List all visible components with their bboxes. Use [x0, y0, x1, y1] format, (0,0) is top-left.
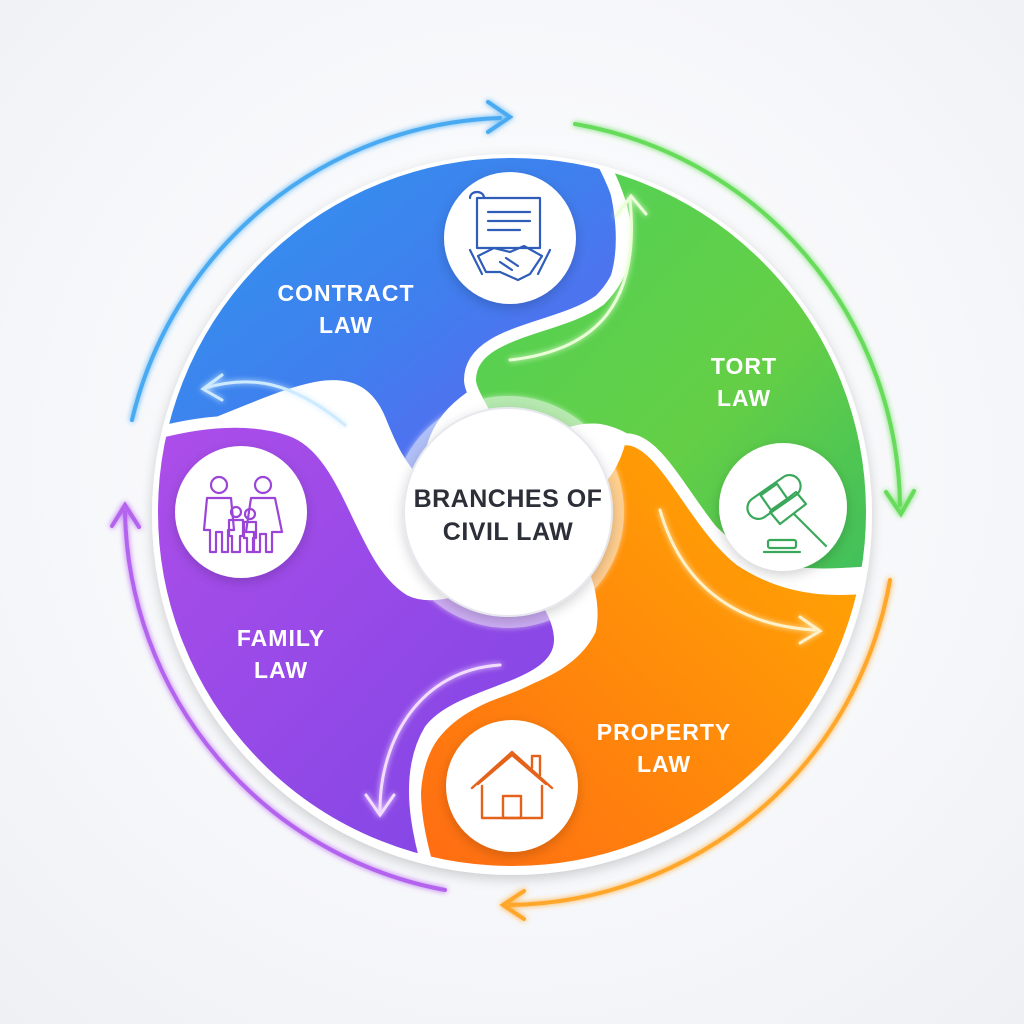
family-law-label-line1: FAMILY	[237, 625, 325, 651]
center-title-line2: CIVIL LAW	[443, 518, 573, 546]
house-icon	[470, 750, 554, 820]
tort-law-label-line1: TORT	[711, 353, 777, 379]
contract-law-label-line2: LAW	[319, 312, 373, 338]
inner-arrow-blue-head	[200, 373, 224, 402]
center-hub[interactable]: BRANCHES OF CIVIL LAW	[392, 396, 624, 628]
inner-arrows	[200, 193, 823, 818]
handshake-contract-icon	[468, 190, 552, 282]
inner-arrow-green	[508, 198, 633, 362]
segment-labels: CONTRACT LAW TORT LAW PROPERTY LAW FAMIL…	[237, 280, 777, 777]
family-law-badge[interactable]	[175, 446, 307, 578]
family-law-label-line2: LAW	[254, 657, 308, 683]
tort-law-label-line2: LAW	[717, 385, 771, 411]
inner-arrow-orange-head	[798, 615, 823, 645]
outer-arrow-purple-head	[110, 501, 141, 529]
property-law-label-line1: PROPERTY	[597, 719, 732, 745]
inner-arrow-orange	[658, 508, 817, 632]
family-icon	[202, 475, 284, 554]
outer-arrow-orange	[508, 578, 892, 907]
outer-arrow-orange-head	[499, 889, 526, 921]
outer-arrow-blue-head	[486, 100, 514, 134]
inner-arrow-purple-head	[364, 793, 396, 818]
inner-arrow-purple	[378, 663, 502, 812]
outer-arrow-blue	[130, 116, 502, 422]
center-title-line1: BRANCHES OF	[414, 485, 603, 513]
tort-law-badge[interactable]	[719, 443, 847, 571]
outer-arrow-purple	[123, 510, 447, 892]
icon-badges	[175, 172, 847, 852]
property-law-label-line2: LAW	[637, 751, 691, 777]
bandage-gavel-icon	[746, 474, 828, 554]
contract-law-badge[interactable]	[444, 172, 576, 304]
wheel-rim	[154, 154, 870, 870]
inner-arrow-green-head	[614, 193, 648, 218]
outer-arrow-green	[573, 122, 902, 507]
contract-law-label-line1: CONTRACT	[277, 280, 414, 306]
outer-arrows	[110, 100, 916, 921]
inner-arrow-blue	[203, 380, 347, 427]
outer-arrow-green-head	[884, 489, 916, 518]
property-law-badge[interactable]	[446, 720, 578, 852]
